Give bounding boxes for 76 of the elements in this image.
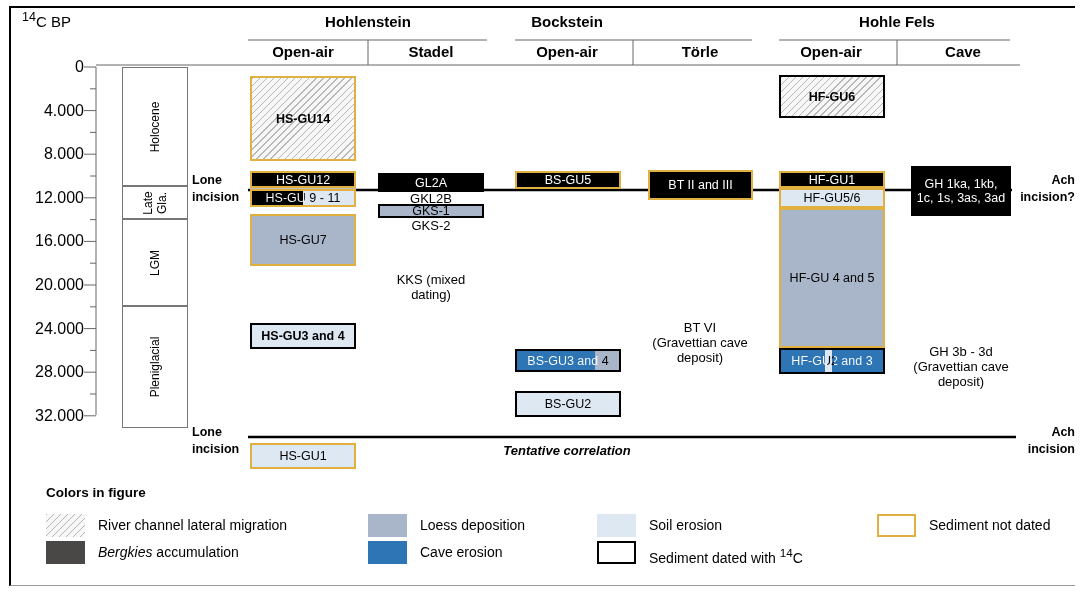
boundary-label: Lone incision xyxy=(192,172,241,206)
unit-label: BS-GU5 xyxy=(543,173,593,187)
unit-label: HF-GU 4 and 5 xyxy=(788,271,876,285)
legend-label: Loess deposition xyxy=(420,518,526,533)
period-band xyxy=(122,67,188,186)
unit-label: GKL2B xyxy=(409,191,453,206)
legend-label: River channel lateral migration xyxy=(98,518,288,533)
unit-label: GH 3b - 3d (Gravettian cave deposit) xyxy=(913,344,1009,389)
tick-label: 4.000 xyxy=(42,101,84,120)
unit-label: BS-GU2 xyxy=(543,397,593,411)
tick-label: 20.000 xyxy=(34,276,84,294)
unit-label: GH 1ka, 1kb, 1c, 1s, 3as, 3ad xyxy=(915,177,1007,205)
unit-box xyxy=(515,391,621,417)
unit-label: HS-GU12 xyxy=(274,172,332,187)
legend-title: Colors in figure xyxy=(46,485,147,500)
legend-label: Sediment not dated xyxy=(929,518,1051,533)
unit-box xyxy=(779,171,885,188)
period-label: Holocene xyxy=(148,101,162,152)
unit-label: HS-GU14 xyxy=(275,111,331,126)
unit-box xyxy=(250,443,356,469)
site-heading: Hohlenstein xyxy=(324,14,412,29)
column-heading: Open-air xyxy=(271,44,335,59)
period-label: LGM xyxy=(148,249,162,276)
column-heading: Open-air xyxy=(799,44,863,59)
column-heading: Stadel xyxy=(407,44,455,59)
unit-box xyxy=(779,75,885,118)
unit-label: KKS (mixed dating) xyxy=(395,272,467,302)
unit-label: HS-GU7 xyxy=(278,233,328,247)
boundary-label: Lone incision xyxy=(192,424,241,458)
period-band xyxy=(122,219,188,306)
unit-label: HS-GU1 xyxy=(278,449,328,463)
unit-box xyxy=(250,76,356,161)
legend-label: Bergkies accumulation xyxy=(98,545,239,560)
unit-box xyxy=(515,171,621,189)
unit-label: BT II and III xyxy=(667,178,734,192)
site-heading: Hohle Fels xyxy=(858,14,936,29)
unit-box xyxy=(779,188,885,208)
tick-label: 32.000 xyxy=(34,406,84,425)
unit-label: HS-GU3 and 4 xyxy=(260,329,346,343)
period-label: Late Gla. xyxy=(141,189,169,217)
unit-label: HF-GU5/6 xyxy=(802,191,862,205)
tick-label: 8.000 xyxy=(42,145,84,164)
unit-box xyxy=(378,204,484,218)
unit-box xyxy=(250,171,356,188)
column-heading: Open-air xyxy=(535,44,599,59)
tick-label: 28.000 xyxy=(34,363,84,382)
legend-label: Cave erosion xyxy=(420,545,503,560)
unit-box xyxy=(250,323,356,349)
site-heading: Bockstein xyxy=(530,14,604,29)
tick-label: 0 xyxy=(74,58,84,76)
unit-label: BT VI (Gravettian cave deposit) xyxy=(651,320,749,365)
unit-box xyxy=(911,166,1011,216)
column-heading: Cave xyxy=(944,44,982,59)
note-text: Tentative correlation xyxy=(502,443,632,458)
unit-box xyxy=(648,170,753,200)
unit-label: GKS-1 xyxy=(411,204,451,218)
boundary-label: Ach incision? xyxy=(1019,172,1075,206)
unit-box xyxy=(515,349,621,372)
legend-label: Soil erosion xyxy=(649,518,723,533)
tick-label: 16.000 xyxy=(34,232,84,251)
legend-label: Sediment dated with $^{14}$C xyxy=(649,545,803,566)
unit-box xyxy=(250,214,356,266)
period-band xyxy=(122,306,188,428)
boundary-label: Ach incision xyxy=(1026,424,1075,458)
unit-box xyxy=(378,173,484,192)
period-label: Pleniglacial xyxy=(148,336,162,398)
column-heading: Törle xyxy=(680,44,720,59)
unit-label: GL2A xyxy=(414,175,448,190)
tick-label: 12.000 xyxy=(34,188,84,207)
unit-label: GKS-2 xyxy=(410,218,452,233)
unit-box xyxy=(779,208,885,348)
period-band xyxy=(122,186,188,219)
tick-label: 24.000 xyxy=(34,319,84,338)
axis-title: $^{14}$C BP xyxy=(22,10,72,29)
unit-label: HF-GU6 xyxy=(808,89,856,104)
unit-label: HF-GU1 xyxy=(807,172,857,187)
